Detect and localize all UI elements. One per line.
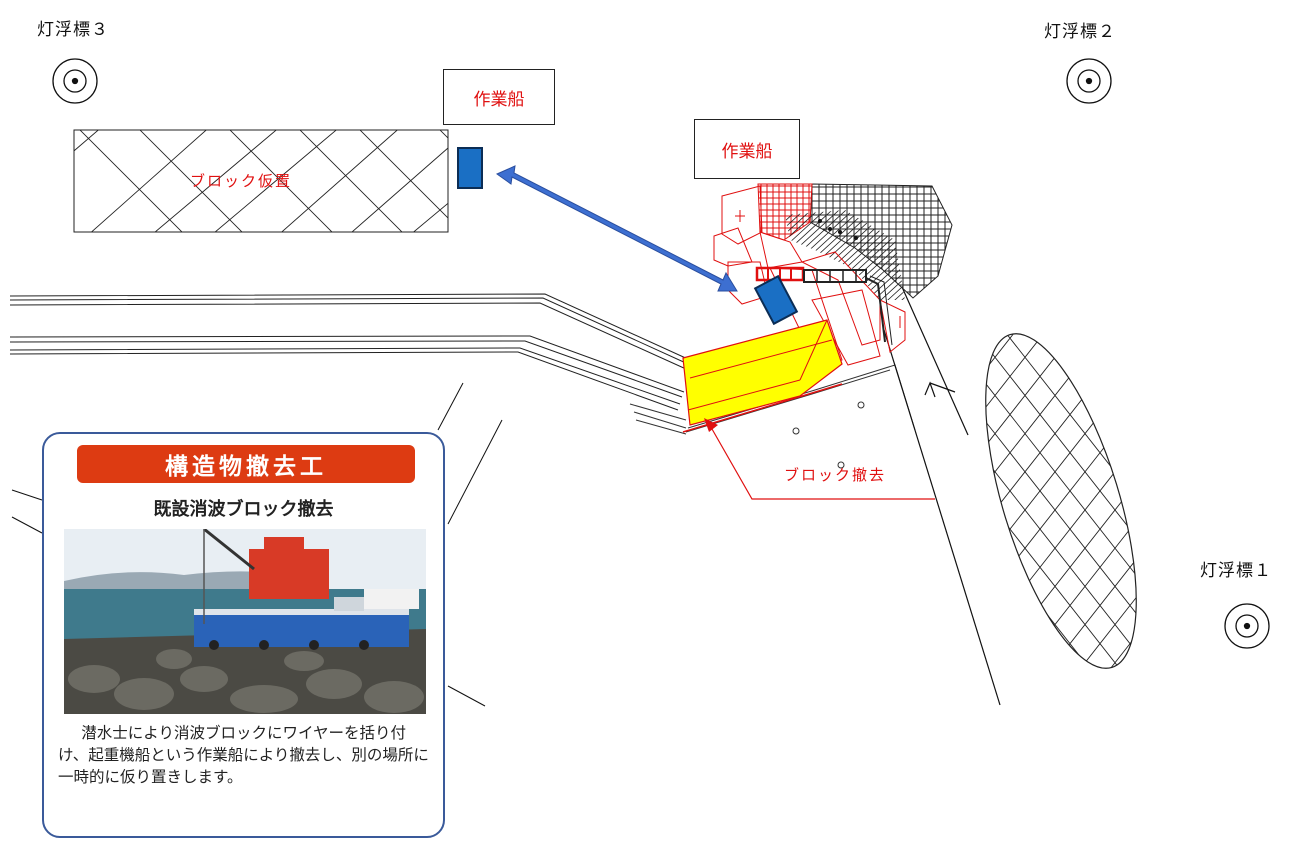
- buoy-1-label: 灯浮標１: [1200, 561, 1272, 581]
- work-vessel-label-right: 作業船: [694, 119, 800, 179]
- buoy-2-label: 灯浮標２: [1044, 22, 1116, 42]
- work-vessel-right: [753, 274, 799, 326]
- buoy-2-icon: [1066, 58, 1112, 104]
- card-subtitle: 既設消波ブロック撤去: [153, 499, 334, 520]
- card-leader-lines: [11, 382, 503, 707]
- work-vessel-label-left: 作業船: [443, 69, 555, 125]
- crane-barge-photo: [64, 529, 426, 714]
- hatched-ellipse-area: [954, 317, 1168, 685]
- buoy-1-icon: [1224, 603, 1270, 649]
- buoy-3-label: 灯浮標３: [37, 20, 109, 40]
- temporary-placement-label: ブロック仮置: [190, 172, 293, 190]
- block-removal-area: [682, 319, 843, 433]
- card-title: 構造物撤去工: [77, 445, 415, 483]
- buoy-3-icon: [52, 58, 98, 104]
- card-description: 潜水士により消波ブロックにワイヤーを括り付け、起重機船という作業船により撤去し、…: [58, 724, 429, 786]
- removal-leader: [704, 418, 935, 500]
- existing-block-structure: [713, 183, 953, 369]
- work-vessel-left: [457, 147, 483, 189]
- block-removal-label: ブロック撤去: [784, 466, 887, 484]
- transport-arrow: [495, 165, 738, 292]
- quay-lines: [883, 277, 1001, 706]
- info-card: 構造物撤去工 既設消波ブロック撤去 潜水士により消波ブロックにワイヤーを括り付け…: [42, 432, 445, 838]
- breakwater-lines: [9, 293, 691, 411]
- temporary-placement-area: [73, 129, 449, 233]
